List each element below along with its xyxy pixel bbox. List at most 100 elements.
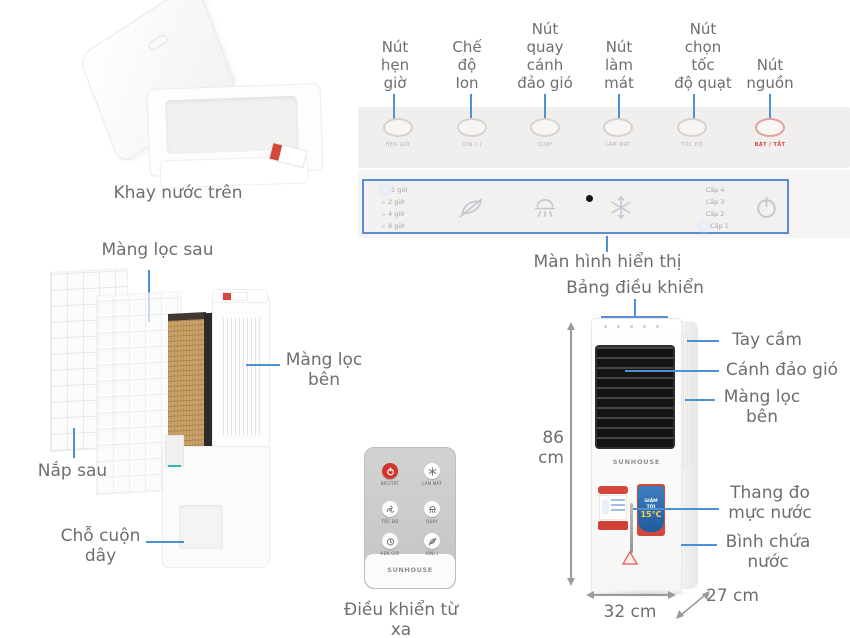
connector-line bbox=[633, 508, 719, 510]
button-panel-strip bbox=[358, 107, 850, 168]
louver-grille bbox=[595, 345, 675, 449]
remote-cool-button bbox=[424, 463, 440, 479]
ion-button bbox=[457, 118, 487, 137]
badge-value: 15°C bbox=[640, 510, 662, 519]
promo-sticker-top bbox=[598, 486, 628, 494]
label-cool-button: Nút làm mát bbox=[604, 38, 634, 92]
sensor-dot bbox=[586, 195, 593, 202]
teal-mark bbox=[168, 465, 181, 467]
unit-side-face bbox=[681, 321, 698, 589]
connector-line bbox=[606, 236, 608, 252]
control-panel-caption: Bảng điều khiển bbox=[566, 278, 704, 298]
power-icon bbox=[754, 194, 779, 220]
connector-line bbox=[634, 299, 636, 316]
level-option: Cấp 3 bbox=[705, 198, 725, 206]
handle-caption: Tay cầm bbox=[732, 330, 802, 350]
remote-speed-button bbox=[382, 501, 398, 517]
timer-option: 1 giờ bbox=[391, 186, 408, 194]
connector-line bbox=[246, 364, 280, 366]
width-label: 32 cm bbox=[603, 602, 657, 622]
unit-rear-lower bbox=[162, 435, 270, 568]
remote-button-label: LÀM MÁT bbox=[422, 481, 442, 486]
remote-button-label: ION(-) bbox=[425, 551, 439, 556]
leaf-icon bbox=[458, 196, 484, 219]
connector-line bbox=[393, 94, 395, 128]
timer-option: 8 giờ bbox=[388, 222, 405, 230]
display-window: 1 giờ 2 giờ 4 giờ 8 giờ Cấp 4 bbox=[362, 179, 789, 234]
snowflake-icon bbox=[608, 195, 634, 220]
indicator-dot bbox=[382, 224, 385, 228]
indicator-dot bbox=[382, 200, 385, 204]
swing-button bbox=[530, 118, 560, 137]
discount-badge: GIẢM TỚI 15°C bbox=[637, 484, 665, 536]
level-option: Cấp 2 bbox=[705, 210, 725, 218]
cord-recess bbox=[179, 505, 223, 549]
water-tank-caption: Bình chứa nước bbox=[725, 532, 811, 572]
connector-line bbox=[544, 94, 546, 128]
water-level-gauge bbox=[630, 503, 633, 553]
label-timer-button: Nút hẹn giờ bbox=[380, 38, 410, 92]
timer-button bbox=[383, 118, 413, 137]
remote-power-button bbox=[382, 463, 398, 479]
power-button bbox=[755, 118, 785, 137]
depth-label: 27 cm bbox=[706, 586, 759, 606]
remote-swing-button bbox=[424, 501, 440, 517]
connector-line bbox=[73, 428, 75, 458]
warning-triangle bbox=[621, 550, 639, 565]
timer-option: 2 giờ bbox=[388, 198, 405, 206]
indicator-dot bbox=[382, 212, 385, 216]
indicator-dot bbox=[701, 223, 708, 229]
power-button-label: BẬT / TẮT bbox=[754, 142, 786, 148]
height-label: 86 cm bbox=[538, 428, 564, 468]
rear-filter-caption: Màng lọc sau bbox=[101, 240, 214, 260]
height-arrow bbox=[567, 322, 575, 586]
level-option: Cấp 1 bbox=[710, 222, 729, 230]
label-swing-button: Nút quay cánh đảo gió bbox=[517, 20, 573, 92]
speed-button-label: TỐC ĐỘ bbox=[680, 142, 704, 148]
honeycomb-cap bbox=[168, 312, 206, 321]
remote-timer-button bbox=[382, 533, 398, 549]
remote-caption: Điều khiển từ xa bbox=[344, 600, 458, 638]
label-power-button: Nút nguồn bbox=[746, 56, 794, 92]
connector-line bbox=[693, 94, 695, 128]
unit-brand: SUNHOUSE bbox=[612, 458, 661, 466]
width-arrow bbox=[586, 591, 676, 599]
unit-top-buttons bbox=[604, 325, 666, 328]
badge-text: GIẢM TỚI bbox=[644, 499, 658, 510]
ion-button-label: ION (-) bbox=[462, 142, 482, 148]
spec-sticker bbox=[165, 435, 184, 467]
speed-button bbox=[677, 118, 707, 137]
side-filter-caption-left: Màng lọc bên bbox=[285, 350, 363, 390]
label-ion-mode: Chế độ Ion bbox=[452, 38, 482, 92]
promo-sticker bbox=[598, 486, 628, 530]
tray-caption: Khay nước trên bbox=[113, 183, 243, 203]
promo-sticker-bottom bbox=[598, 521, 628, 530]
timer-button-label: HẸN GIỜ bbox=[385, 142, 411, 148]
promo-sticker-mid bbox=[599, 495, 627, 520]
remote-button-label: BẬT/TẮT bbox=[380, 481, 400, 486]
louver-caption: Cánh đảo gió bbox=[725, 360, 839, 380]
remote-button-label: HẸN GIỜ bbox=[380, 551, 400, 556]
side-vents bbox=[223, 318, 263, 436]
remote-ion-button bbox=[424, 533, 440, 549]
connector-line bbox=[625, 370, 719, 372]
timer-list: 1 giờ 2 giờ 4 giờ 8 giờ bbox=[382, 184, 407, 232]
connector-line bbox=[618, 94, 620, 128]
remote-control: BẬT/TẮT LÀM MÁT TỐC ĐỘ QUAY HẸN GIỜ ION(… bbox=[364, 447, 456, 589]
remote-lower-panel bbox=[365, 554, 455, 588]
display-caption: Màn hình hiển thị bbox=[533, 252, 682, 272]
water-gauge-caption: Thang đo mực nước bbox=[728, 483, 812, 523]
rear-cover-caption: Nắp sau bbox=[37, 461, 108, 481]
side-filter-caption-unit: Màng lọc bên bbox=[723, 387, 801, 427]
connector-line bbox=[470, 94, 472, 128]
connector-line bbox=[687, 340, 719, 342]
swing-button-label: QUAY bbox=[537, 142, 553, 148]
level-option: Cấp 4 bbox=[705, 186, 725, 194]
remote-button-label: QUAY bbox=[426, 519, 438, 524]
unit-rear-upper bbox=[212, 295, 270, 457]
connector-line bbox=[769, 94, 771, 128]
connector-line bbox=[685, 399, 715, 401]
timer-option: 4 giờ bbox=[388, 210, 405, 218]
level-list: Cấp 4 Cấp 3 Cấp 2 Cấp 1 bbox=[689, 184, 741, 232]
